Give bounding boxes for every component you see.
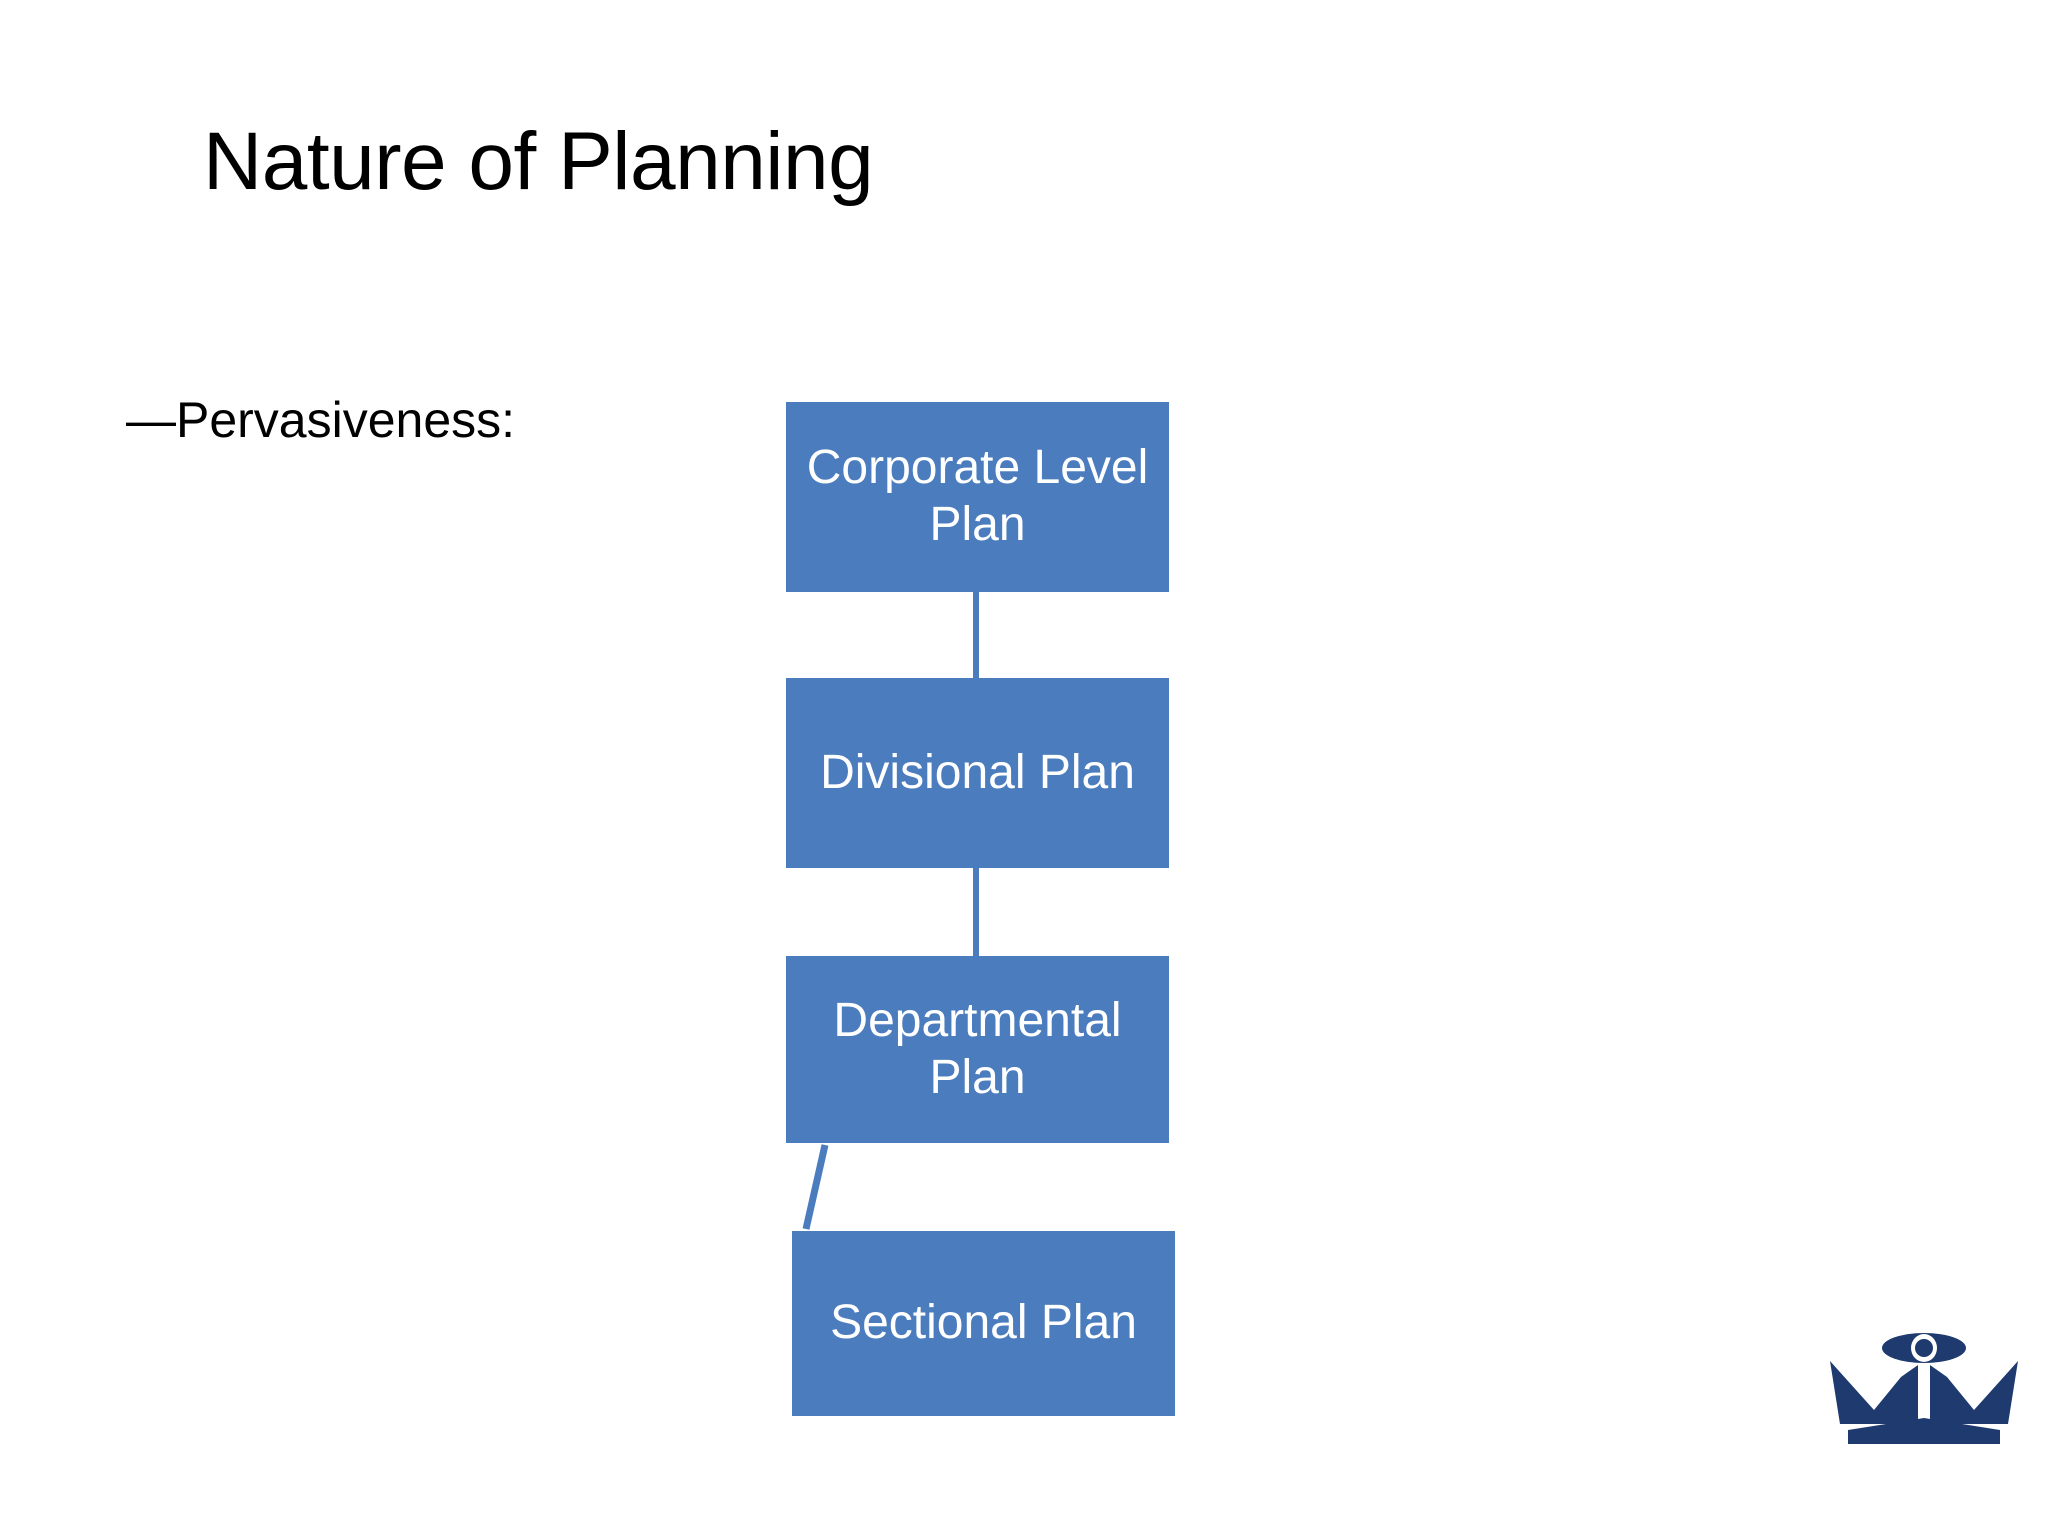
- diagram-box-label-departmental: Departmental Plan: [833, 993, 1122, 1104]
- diagram-box-sectional-plan[interactable]: Sectional Plan: [792, 1231, 1175, 1416]
- page-title: Nature of Planning: [203, 116, 874, 207]
- diagram-box-corporate-level-plan[interactable]: Corporate Level Plan: [786, 402, 1169, 592]
- diagram-box-label-corporate: Corporate Level Plan: [806, 441, 1149, 551]
- diagram-box-label-sectional: Sectional Plan: [830, 1296, 1137, 1350]
- bullet-pervasiveness: —Pervasiveness:: [126, 392, 516, 448]
- diagram-box-divisional-plan[interactable]: Divisional Plan: [786, 678, 1169, 868]
- diagram-box-label-divisional: Divisional Plan: [820, 745, 1135, 799]
- connector-divisional-to-departmental: [973, 868, 979, 956]
- connector-corporate-to-divisional: [973, 592, 979, 678]
- connector-departmental-to-sectional: [802, 1144, 829, 1230]
- diagram-box-departmental-plan[interactable]: Departmental Plan: [786, 956, 1169, 1143]
- crown-logo-icon: [1830, 1333, 2018, 1444]
